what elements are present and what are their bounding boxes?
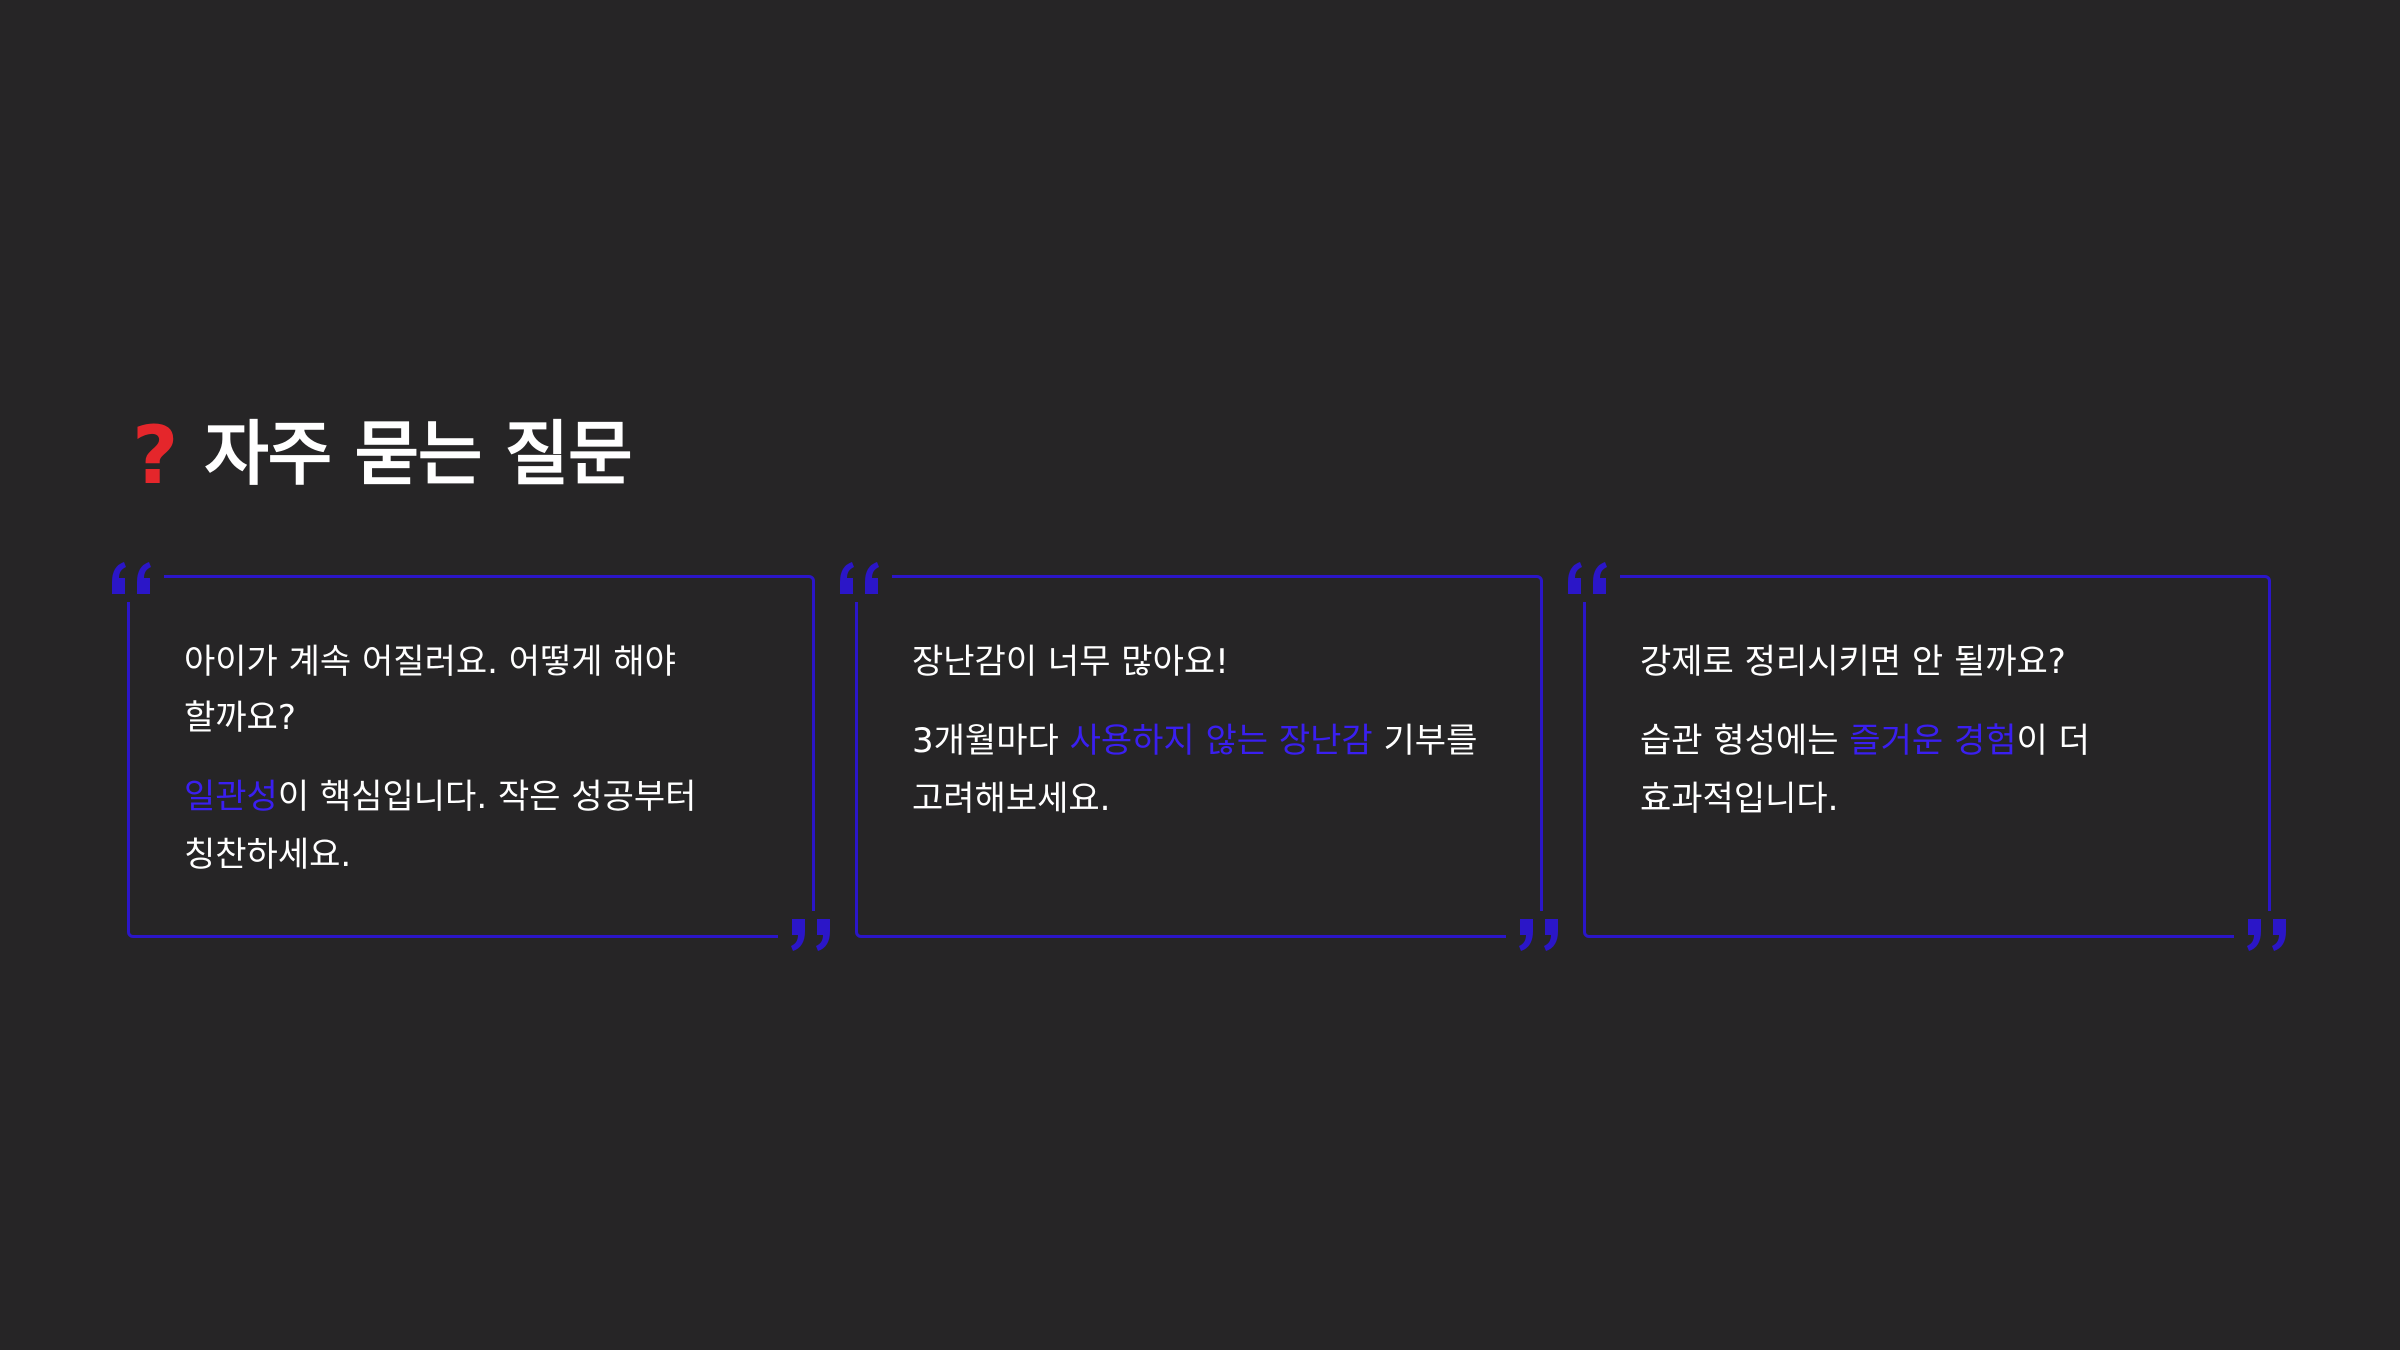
open-quote-icon [836, 558, 888, 598]
faq-card: 장난감이 너무 많아요! 3개월마다 사용하지 않는 장난감 기부를 고려해보세… [832, 554, 1566, 959]
faq-card: 강제로 정리시키면 안 될까요? 습관 형성에는 즐거운 경험이 더 효과적입니… [1560, 554, 2294, 959]
answer-text: 이 더 효과적입니다. [1640, 721, 2090, 819]
answer-text: 이 핵심입니다. 작은 성공부터 칭찬하세요. [184, 777, 697, 875]
faq-card: 아이가 계속 어질러요. 어떻게 해야 할까요? 일관성이 핵심입니다. 작은 … [104, 554, 838, 959]
faq-question: 장난감이 너무 많아요! [912, 642, 1229, 682]
answer-highlight: 일관성 [184, 777, 278, 817]
close-quote-icon [2238, 915, 2290, 955]
faq-answer: 일관성이 핵심입니다. 작은 성공부터 칭찬하세요. [184, 768, 772, 884]
answer-text: 3개월마다 [912, 721, 1070, 761]
faq-answer: 3개월마다 사용하지 않는 장난감 기부를 고려해보세요. [912, 712, 1500, 828]
open-quote-icon [1564, 558, 1616, 598]
faq-question: 강제로 정리시키면 안 될까요? [1640, 642, 2066, 682]
open-quote-icon [108, 558, 160, 598]
faq-answer: 습관 형성에는 즐거운 경험이 더 효과적입니다. [1640, 712, 2228, 828]
close-quote-icon [1510, 915, 1562, 955]
answer-highlight: 사용하지 않는 장난감 [1069, 721, 1373, 761]
page-heading: ? 자주 묻는 질문 [132, 404, 633, 504]
answer-text: 기부를 고려해보세요. [912, 721, 1478, 819]
page-title: 자주 묻는 질문 [204, 413, 632, 495]
faq-question: 아이가 계속 어질러요. 어떻게 해야 할까요? [184, 642, 676, 738]
question-mark-icon: ? [132, 409, 179, 502]
close-quote-icon [782, 915, 834, 955]
answer-highlight: 즐거운 경험 [1849, 721, 2017, 761]
answer-text: 습관 형성에는 [1640, 721, 1850, 761]
